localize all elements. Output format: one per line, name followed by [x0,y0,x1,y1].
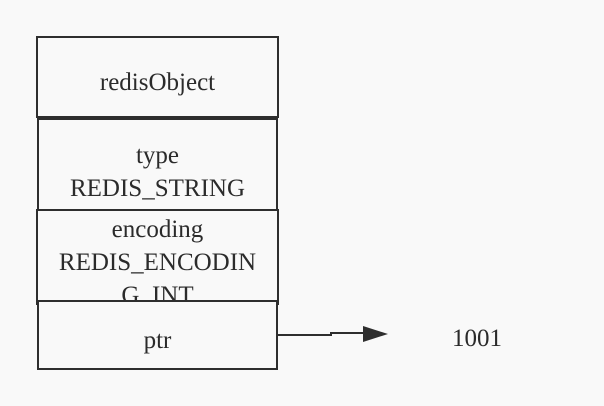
redis-object-header: redisObject [36,36,279,118]
ptr-arrow-head [363,326,388,342]
encoding-field-name: encoding [111,216,204,243]
encoding-field-box: encoding REDIS_ENCODING_INT [36,209,279,305]
type-field-value: REDIS_STRING [69,175,245,202]
encoding-field-value: REDIS_ENCODING_INT [58,249,257,305]
ptr-arrow-line [278,332,366,336]
ptr-field-box: ptr [37,300,278,370]
type-field-name: type [135,142,180,169]
ptr-field-name: ptr [143,327,172,354]
integer-value-label: 1001 [452,325,502,352]
redis-object-title: redisObject [99,69,216,96]
